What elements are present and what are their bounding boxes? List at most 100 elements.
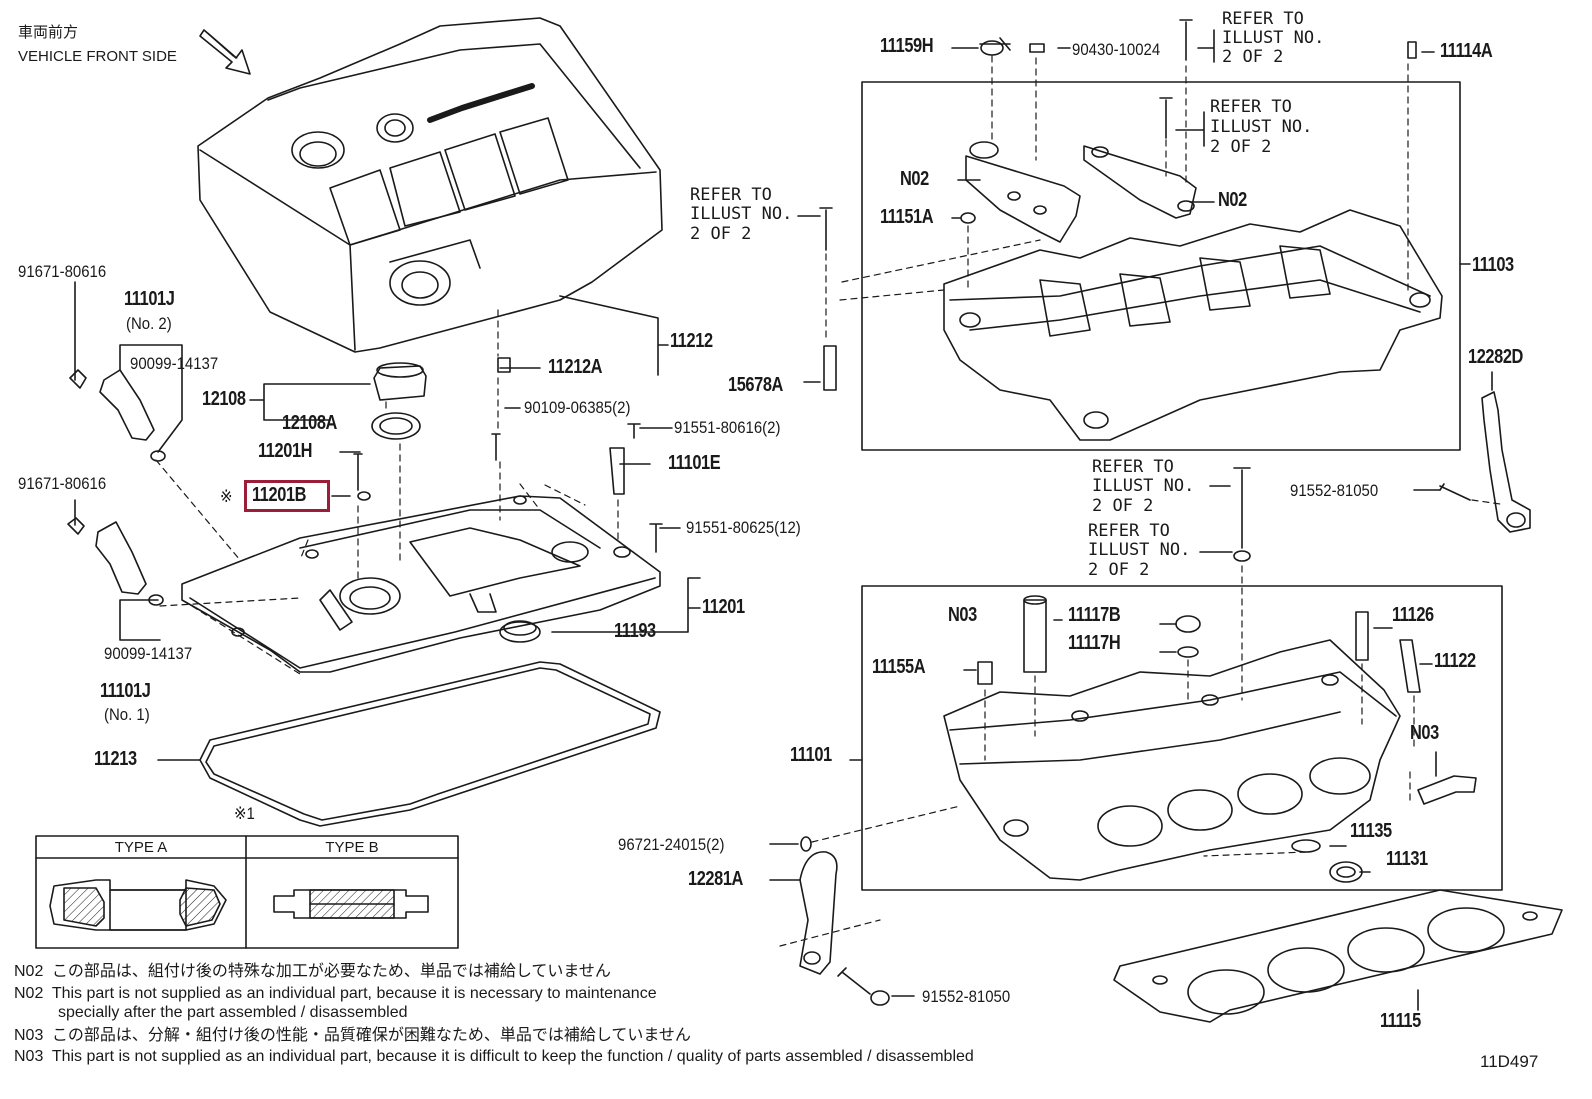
footnote-text: この部品は、組付け後の特殊な加工が必要なため、単品では補給していません [51, 963, 611, 980]
refer-note-2-line3: 2 OF 2 [1210, 137, 1272, 157]
refer-note-4-line3: 2 OF 2 [1092, 496, 1154, 516]
part-12108A[interactable]: 12108A [282, 412, 337, 434]
cylinder-head-drawing [943, 639, 1401, 881]
engine-hanger-rear-drawing [1481, 391, 1531, 533]
part-N03-tube[interactable]: N03 [1410, 722, 1439, 744]
part-90430-10024[interactable]: 90430-10024 [1072, 40, 1161, 59]
part-91671-80616-lower[interactable]: 91671-80616 [18, 474, 107, 493]
engine-hanger-front-drawing [799, 851, 838, 975]
footnote-code: N02 [14, 963, 44, 980]
part-11126[interactable]: 11126 [1392, 604, 1434, 626]
type-b-heading: TYPE B [325, 839, 379, 856]
part-11101J-no1[interactable]: 11101J [100, 680, 151, 702]
vehicle-front-arrow-icon [199, 29, 251, 75]
footnote-2-cont: specially after the part assembled / dis… [58, 1003, 408, 1023]
part-91551-80625[interactable]: 91551-80625(12) [686, 518, 801, 537]
part-11201[interactable]: 11201 [702, 596, 745, 618]
footnote-code: N03 [14, 1027, 44, 1044]
part-90099-14137-upper[interactable]: 90099-14137 [130, 354, 219, 373]
part-11131[interactable]: 11131 [1386, 848, 1428, 870]
ocv-valve-no1-drawing [67, 517, 164, 606]
cylinder-head-frame [861, 585, 1503, 891]
footnote-code: N03 [14, 1048, 44, 1065]
part-15678A[interactable]: 15678A [728, 374, 783, 396]
footnote-4: N03 This part is not supplied as an indi… [14, 1047, 974, 1067]
part-11103[interactable]: 11103 [1472, 254, 1514, 276]
type-b-sleeve-drawing [273, 889, 429, 919]
footnote-3: N03 この部品は、分解・組付け後の性能・品質確保が困難なため、単品では補給して… [14, 1026, 691, 1046]
part-11114A[interactable]: 11114A [1440, 40, 1493, 62]
head-gasket-drawing [1113, 889, 1563, 1023]
part-11201H[interactable]: 11201H [258, 440, 313, 462]
footnote-text: この部品は、分解・組付け後の性能・品質確保が困難なため、単品では補給していません [51, 1027, 691, 1044]
part-N02-rear[interactable]: N02 [1218, 189, 1247, 211]
figure-id: 11D497 [1480, 1052, 1539, 1071]
part-11101J-no2-sub: (No. 2) [126, 314, 172, 333]
footnote-2: N02 This part is not supplied as an indi… [14, 984, 657, 1004]
refer-note-4-line1: REFER TO [1092, 457, 1174, 477]
part-91551-80616[interactable]: 91551-80616(2) [674, 418, 781, 437]
camshaft-cap-n02-rear-drawing [1083, 145, 1197, 219]
refer-note-3-line2: ILLUST NO. [690, 204, 793, 224]
camshaft-housing-drawing [943, 209, 1443, 441]
valve-cover-gasket-drawing [199, 661, 661, 827]
part-N03-pin[interactable]: N03 [948, 604, 977, 626]
engine-cover-drawing [197, 17, 663, 353]
refer-note-3-line3: 2 OF 2 [690, 224, 752, 244]
part-90099-14137-lower[interactable]: 90099-14137 [104, 644, 193, 663]
part-11213[interactable]: 11213 [94, 748, 137, 770]
part-11115[interactable]: 11115 [1380, 1010, 1421, 1032]
part-11135[interactable]: 11135 [1350, 820, 1392, 842]
refer-note-5-line2: ILLUST NO. [1088, 540, 1191, 560]
part-11212A[interactable]: 11212A [548, 356, 603, 378]
part-91671-80616-upper[interactable]: 91671-80616 [18, 262, 107, 281]
part-11155A[interactable]: 11155A [872, 656, 926, 678]
footnote-text: specially after the part assembled / dis… [58, 1004, 408, 1021]
refer-note-3-line1: REFER TO [690, 185, 772, 205]
type-table-frame [35, 835, 459, 949]
footnote-text: This part is not supplied as an individu… [51, 1048, 974, 1065]
part-11201B-highlight [244, 480, 330, 512]
footnote-text: This part is not supplied as an individu… [51, 985, 657, 1002]
refer-note-1-line1: REFER TO [1222, 9, 1304, 29]
type-a-washer-drawing [49, 879, 227, 931]
vehicle-front-label-jp: 車両前方 [18, 24, 79, 41]
part-11201B[interactable]: 11201B [252, 484, 307, 506]
part-12282D[interactable]: 12282D [1468, 346, 1523, 368]
footnote-1: N02 この部品は、組付け後の特殊な加工が必要なため、単品では補給していません [14, 962, 611, 982]
part-12281A[interactable]: 12281A [688, 868, 743, 890]
refer-note-1-line3: 2 OF 2 [1222, 47, 1284, 67]
type-ref-mark: ※1 [234, 804, 255, 823]
part-11117H[interactable]: 11117H [1068, 632, 1121, 654]
type-a-heading: TYPE A [114, 839, 168, 856]
footnote-code: N02 [14, 985, 44, 1002]
vehicle-front-label-en: VEHICLE FRONT SIDE [18, 48, 177, 65]
part-12108[interactable]: 12108 [202, 388, 246, 410]
oil-filler-cap-drawing [371, 362, 427, 440]
part-11101E[interactable]: 11101E [668, 452, 721, 474]
refer-note-2-line2: ILLUST NO. [1210, 117, 1313, 137]
part-11122[interactable]: 11122 [1434, 650, 1476, 672]
part-11212[interactable]: 11212 [670, 330, 713, 352]
part-11117B[interactable]: 11117B [1068, 604, 1121, 626]
refer-note-5-line3: 2 OF 2 [1088, 560, 1150, 580]
part-90109-06385[interactable]: 90109-06385(2) [524, 398, 631, 417]
part-91552-81050-upper[interactable]: 91552-81050 [1290, 481, 1379, 500]
part-11101J-no1-sub: (No. 1) [104, 705, 150, 724]
refer-note-2-line1: REFER TO [1210, 97, 1292, 117]
part-11101[interactable]: 11101 [790, 744, 832, 766]
camshaft-housing-frame [861, 81, 1461, 451]
part-11151A[interactable]: 11151A [880, 206, 934, 228]
part-96721-24015[interactable]: 96721-24015(2) [618, 835, 725, 854]
part-11101J-no2[interactable]: 11101J [124, 288, 175, 310]
part-11159H[interactable]: 11159H [880, 35, 934, 57]
ocv-valve-no2-drawing [69, 369, 166, 462]
part-11201B-mark: ※ [220, 487, 233, 506]
part-91552-81050-lower[interactable]: 91552-81050 [922, 987, 1011, 1006]
camshaft-cap-n02-front-drawing [965, 141, 1081, 243]
part-N02-front[interactable]: N02 [900, 168, 929, 190]
part-11193[interactable]: 11193 [614, 620, 656, 642]
refer-note-1-line2: ILLUST NO. [1222, 28, 1325, 48]
refer-note-5-line1: REFER TO [1088, 521, 1170, 541]
